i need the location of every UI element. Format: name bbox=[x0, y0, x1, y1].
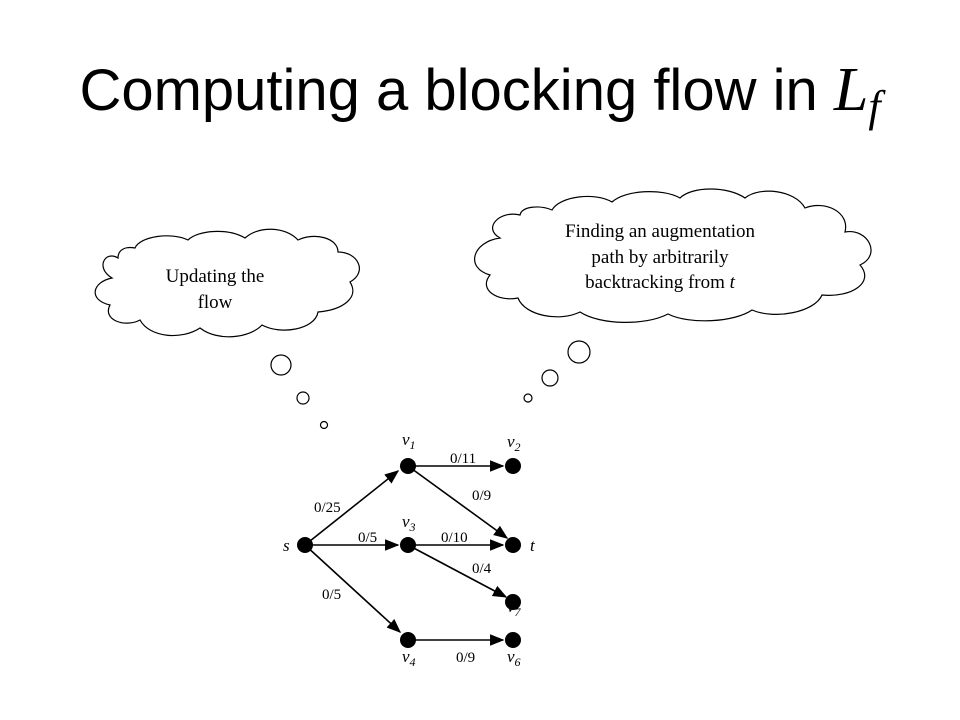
node-v4 bbox=[400, 632, 416, 648]
node-label-v2: v2 bbox=[507, 432, 521, 454]
node-label-s: s bbox=[283, 536, 290, 555]
thought-cloud-left bbox=[94, 228, 360, 338]
edge-label-v4-v6: 0/9 bbox=[456, 650, 475, 666]
edge-label-s-v1: 0/25 bbox=[314, 500, 341, 516]
thought-bubble-right-small bbox=[523, 393, 533, 403]
thought-bubble-left-large bbox=[270, 354, 292, 376]
edge-s-v4 bbox=[304, 544, 402, 633]
thought-bubble-left-small bbox=[319, 420, 329, 430]
cloud-right-line-2: path by arbitrarily bbox=[591, 246, 729, 268]
edge-label-s-v3: 0/5 bbox=[358, 530, 377, 546]
edge-label-v1-t: 0/9 bbox=[472, 488, 491, 504]
node-v7 bbox=[505, 594, 521, 610]
node-v3 bbox=[400, 537, 416, 553]
edge-label-v3-v7: 0/4 bbox=[472, 561, 492, 577]
node-v6 bbox=[505, 632, 521, 648]
node-label-v7: v7 bbox=[507, 597, 522, 619]
thought-bubble-right-large bbox=[567, 340, 591, 364]
title-math: Lf bbox=[833, 56, 881, 131]
cloud-left-line-1: Updating the bbox=[165, 266, 265, 287]
title-text: Computing a blocking flow in bbox=[79, 58, 834, 123]
slide-title: Computing a blocking flow in Lf bbox=[0, 55, 960, 133]
edge-v1-t bbox=[407, 465, 509, 539]
edge-label-v3-t: 0/10 bbox=[441, 530, 468, 546]
edge-label-s-v4: 0/5 bbox=[322, 587, 341, 603]
node-v2 bbox=[505, 458, 521, 474]
thought-bubble-right-medium bbox=[541, 369, 559, 387]
edge-s-v1 bbox=[304, 470, 400, 546]
cloud-text-right: Finding an augmentation path by arbitrar… bbox=[520, 219, 800, 296]
thought-cloud-right bbox=[474, 188, 872, 323]
node-s bbox=[297, 537, 313, 553]
cloud-left-line-2: flow bbox=[197, 291, 233, 313]
thought-bubble-left-medium bbox=[296, 391, 310, 405]
node-t bbox=[505, 537, 521, 553]
node-label-t: t bbox=[530, 536, 536, 555]
cloud-right-line-1: Finding an augmentation bbox=[565, 221, 755, 242]
cloud-text-left: Updating the flow bbox=[130, 264, 300, 315]
node-label-v3: v3 bbox=[402, 512, 416, 534]
cloud-right-line-3: backtracking from t bbox=[585, 272, 735, 294]
edge-label-v1-v2: 0/11 bbox=[450, 451, 476, 467]
edge-v3-v7 bbox=[407, 544, 508, 598]
node-label-v6: v6 bbox=[507, 647, 521, 669]
node-v1 bbox=[400, 458, 416, 474]
node-label-v4: v4 bbox=[402, 647, 416, 669]
node-label-v1: v1 bbox=[402, 430, 416, 452]
